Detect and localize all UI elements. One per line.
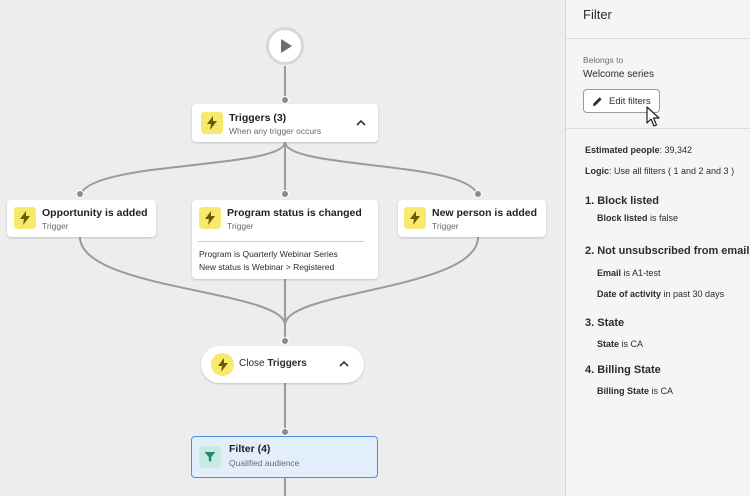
connector-dot [76, 190, 84, 198]
close-label-bold: Triggers [267, 358, 307, 369]
trigger-group-title: Triggers (3) [229, 112, 287, 124]
journey-canvas: Triggers (3) When any trigger occurs Opp… [7, 27, 546, 496]
panel-title: Filter [583, 7, 612, 22]
lightning-icon [14, 207, 36, 229]
funnel-icon [199, 446, 221, 468]
panel-divider [566, 38, 750, 39]
filter-subtitle: Qualified audience [229, 458, 300, 468]
condition-rest: in past 30 days [661, 289, 725, 299]
trigger-title: Program status is changed [227, 207, 362, 219]
condition-rest: is CA [649, 386, 674, 396]
trigger-subtitle: Trigger [227, 221, 254, 231]
filter-condition: Block listed is false [597, 213, 678, 223]
trigger-title: New person is added [432, 207, 538, 219]
start-button[interactable] [266, 27, 304, 65]
filter-condition: State is CA [597, 339, 643, 349]
condition-field: Billing State [597, 386, 650, 396]
trigger-card-program-status[interactable]: Program status is changed Trigger Progra… [192, 200, 378, 279]
condition-field: Block listed [597, 213, 648, 223]
estimated-people: Estimated people: 39,342 [585, 145, 692, 155]
trigger-group-card[interactable]: Triggers (3) When any trigger occurs [192, 104, 378, 142]
trigger-detail: New status is Webinar > Registered [199, 262, 335, 272]
card-divider [198, 241, 364, 242]
belongs-value: Welcome series [583, 69, 654, 80]
lightning-icon [211, 353, 234, 376]
logic-line: Logic: Use all filters ( 1 and 2 and 3 ) [585, 166, 734, 176]
logic-value: : Use all filters ( 1 and 2 and 3 ) [609, 166, 735, 176]
lightning-icon [404, 207, 426, 229]
edit-filters-label: Edit filters [609, 95, 651, 107]
condition-field: Email [597, 268, 622, 278]
logic-label: Logic [585, 166, 609, 176]
connector-dot [474, 190, 482, 198]
close-triggers-button[interactable]: Close Triggers [201, 346, 364, 383]
trigger-title: Opportunity is added [42, 207, 148, 219]
trigger-subtitle: Trigger [42, 221, 69, 231]
lightning-icon [201, 112, 223, 134]
close-label-prefix: Close [239, 358, 265, 369]
panel-divider [566, 128, 750, 129]
connector-dot [281, 337, 289, 345]
filter-heading: 3. State [585, 317, 625, 329]
connector-lines [79, 66, 479, 496]
trigger-group-subtitle: When any trigger occurs [229, 126, 322, 136]
trigger-card-opportunity[interactable]: Opportunity is added Trigger [7, 200, 156, 237]
filter-panel: Filter Belongs to Welcome series Edit fi… [565, 0, 750, 496]
lightning-icon [199, 207, 221, 229]
chevron-up-icon[interactable] [337, 357, 351, 371]
filter-condition: Date of activity in past 30 days [597, 289, 724, 299]
connector-dot [281, 96, 289, 104]
condition-rest: is CA [619, 339, 644, 349]
connector-dot [281, 190, 289, 198]
trigger-card-new-person[interactable]: New person is added Trigger [398, 200, 546, 237]
condition-field: Date of activity [597, 289, 662, 299]
trigger-detail: Program is Quarterly Webinar Series [199, 249, 338, 259]
filter-condition: Email is A1-test [597, 268, 661, 278]
mouse-pointer-icon [646, 106, 660, 127]
condition-rest: is A1-test [621, 268, 661, 278]
close-triggers-label: Close Triggers [239, 358, 307, 369]
connector-dot [281, 428, 289, 436]
trigger-subtitle: Trigger [432, 221, 459, 231]
condition-field: State [597, 339, 620, 349]
filter-heading: 1. Block listed [585, 195, 659, 207]
estimated-value: : 39,342 [659, 145, 693, 155]
filter-heading: 4. Billing State [585, 364, 661, 376]
filter-card[interactable]: Filter (4) Qualified audience [191, 436, 378, 478]
filter-title: Filter (4) [229, 443, 271, 455]
chevron-up-icon[interactable] [354, 116, 368, 130]
filter-heading: 2. Not unsubscribed from email [585, 245, 750, 257]
filter-condition: Billing State is CA [597, 386, 673, 396]
estimated-label: Estimated people [585, 145, 660, 155]
belongs-label: Belongs to [583, 55, 624, 65]
pencil-icon [592, 96, 602, 106]
condition-rest: is false [647, 213, 679, 223]
play-icon [281, 39, 292, 53]
